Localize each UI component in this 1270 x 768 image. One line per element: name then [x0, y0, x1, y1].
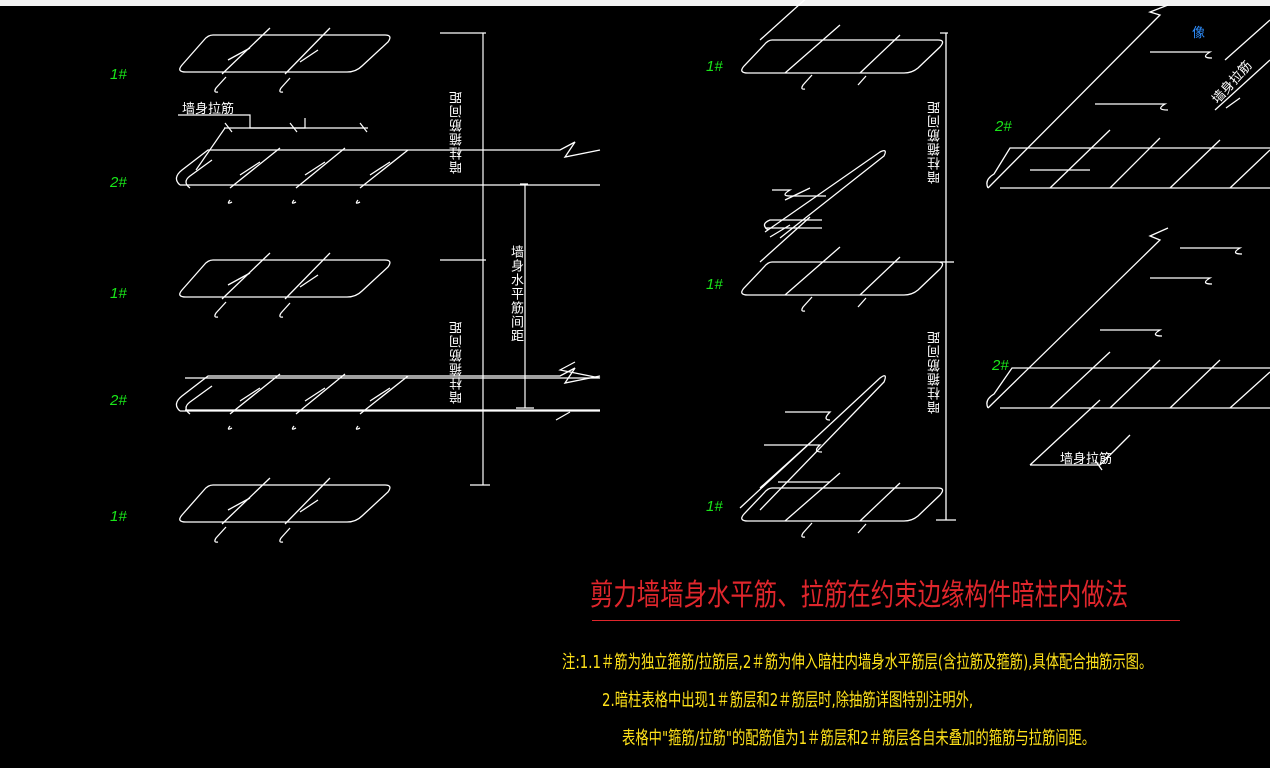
layer-label-1: 1# [706, 58, 723, 75]
drawing-title: 剪力墙墙身水平筋、拉筋在约束边缘构件暗柱内做法 [590, 578, 1129, 613]
image-icon[interactable]: 像 [1192, 26, 1206, 41]
column-stirrup-spacing-label: 暗柱箍筋间距 [928, 330, 943, 414]
column-stirrup-spacing-label: 暗柱箍筋间距 [450, 90, 465, 174]
wall-tie-label-right: 墙身拉筋 [1060, 452, 1113, 467]
layer-label-2: 2# [110, 174, 127, 191]
note-line-3: 表格中"箍筋/拉筋"的配筋值为1＃筋层和2＃筋层各自未叠加的箍筋与拉筋间距。 [622, 728, 1096, 749]
note-line-2: 2.暗柱表格中出现1＃筋层和2＃筋层时,除抽筋详图特别注明外, [602, 690, 974, 711]
layer-label-1: 1# [110, 285, 127, 302]
layer-label-2: 2# [995, 118, 1012, 135]
layer-label-1: 1# [706, 276, 723, 293]
layer-label-2: 2# [992, 357, 1009, 374]
title-underline [592, 620, 1180, 621]
layer-label-2: 2# [110, 392, 127, 409]
column-stirrup-spacing-label: 暗柱箍筋间距 [450, 320, 465, 404]
column-stirrup-spacing-label: 暗柱箍筋间距 [928, 100, 943, 184]
layer-label-1: 1# [110, 508, 127, 525]
layer-label-1: 1# [706, 498, 723, 515]
window-top-bar [0, 0, 1270, 6]
wall-tie-label: 墙身拉筋 [182, 102, 235, 117]
wall-horizontal-spacing-label: 墙身水平筋间距 [508, 245, 523, 343]
note-line-1: 注:1.1＃筋为独立箍筋/拉筋层,2＃筋为伸入暗柱内墙身水平筋层(含拉筋及箍筋)… [562, 652, 1153, 673]
layer-label-1: 1# [110, 66, 127, 83]
